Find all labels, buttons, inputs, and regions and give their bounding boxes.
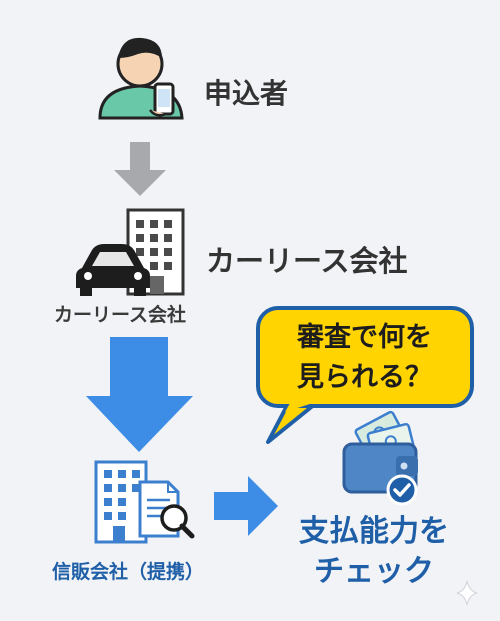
lease-company-caption: カーリース会社	[54, 304, 187, 326]
wallet-check-icon	[342, 410, 418, 506]
bubble-text: 審査で何を 見られる？	[262, 318, 467, 398]
payment-capacity-text: 支払能力を チェック	[288, 512, 460, 592]
capacity-line-2: チェック	[314, 554, 434, 589]
applicant-label: 申込者	[204, 77, 289, 110]
blue-arrow-right	[214, 476, 278, 536]
credit-company-caption: 信販会社（提携）	[52, 561, 205, 583]
blue-arrow-down	[86, 337, 193, 452]
bubble-line-1: 審査で何を	[297, 322, 432, 353]
sparkle-icon	[456, 580, 478, 606]
gray-arrow-down	[114, 142, 166, 196]
lease-company-heading: カーリース会社	[206, 244, 408, 278]
office-search-icon	[94, 460, 195, 544]
car-icon	[76, 244, 150, 296]
bubble-line-2: 見られる？	[297, 362, 432, 393]
speech-bubble	[256, 306, 474, 444]
person-phone-icon	[98, 37, 184, 120]
capacity-line-1: 支払能力を	[299, 514, 449, 549]
